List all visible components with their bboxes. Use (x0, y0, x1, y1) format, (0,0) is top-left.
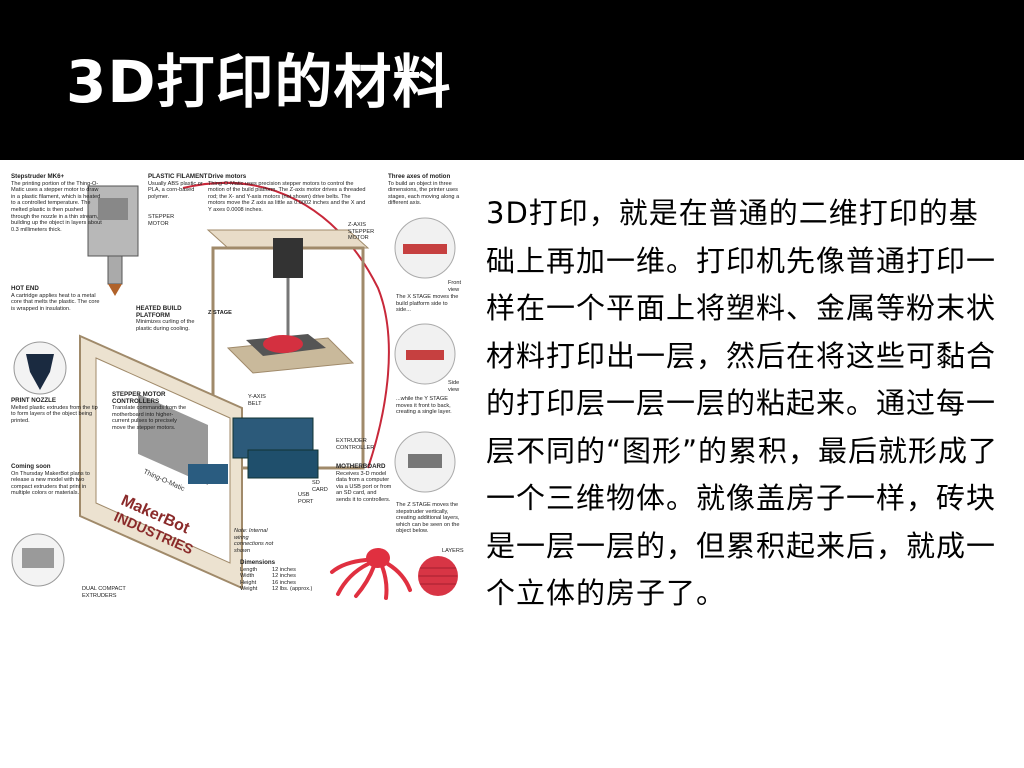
dual-extruder-closeup (11, 533, 65, 587)
front-view-label: Front view (448, 280, 462, 293)
print-nozzle-closeup (13, 341, 67, 395)
stepper-controllers-caption: STEPPER MOTOR CONTROLLERS Translate comm… (112, 391, 187, 431)
frame-graphic (206, 229, 370, 470)
slide-body-text: 3D打印，就是在普通的二维打印的基础上再加一维。打印机先像普通打印一样在一个平面… (486, 196, 999, 610)
front-panel-graphic: MakerBot INDUSTRIES Thing-O-Matic (79, 334, 243, 590)
z-axis-stepper-label: Z-AXIS STEPPER MOTOR (348, 222, 375, 242)
z-stage-label: Z STAGE (208, 310, 232, 316)
x-stage-caption: The X STAGE moves the build platform sid… (396, 294, 459, 314)
axis-stage-insets (394, 217, 456, 493)
octopus-graphic (330, 548, 412, 600)
side-view-label: Side view (448, 380, 460, 393)
coming-soon-caption: Coming soon On Thursday MakerBot plans t… (11, 463, 90, 497)
layers-label: LAYERS (442, 548, 464, 554)
stepstruder-caption: Stepstruder MK6+ The printing portion of… (11, 173, 102, 233)
print-nozzle-caption: PRINT NOZZLE Melted plastic extrudes fro… (11, 397, 98, 424)
drive-motors-caption: Drive motors Thing-O-Matic uses precisio… (208, 173, 366, 213)
y-axis-belt-label: Y-AXIS BELT (248, 394, 266, 407)
three-axes-caption: Three axes of motion To build an object … (388, 173, 460, 207)
z-stage-caption: The Z STAGE moves the stepstruder vertic… (396, 502, 460, 535)
stepstruder-graphic (87, 185, 139, 296)
usb-port-label: USB PORT (298, 492, 314, 505)
dual-extruders-label: DUAL COMPACT EXTRUDERS (82, 586, 126, 599)
layered-sphere-graphic (418, 556, 458, 596)
stepper-motor-label: STEPPER MOTOR (148, 214, 175, 227)
hot-end-caption: HOT END A cartridge applies heat to a me… (11, 285, 100, 312)
extruder-controller-label: EXTRUDER CONTROLLER (336, 438, 375, 451)
heated-platform-caption: HEATED BUILD PLATFORM Minimizes curling … (136, 305, 195, 332)
printer-illustration: MakerBot INDUSTRIES Thing-O-Matic (8, 168, 466, 606)
y-stage-caption: ...while the Y STAGE moves it front to b… (396, 396, 452, 416)
plastic-filament-caption: PLASTIC FILAMENT Usually ABS plastic or … (148, 173, 208, 200)
sd-card-label: SD CARD (312, 480, 328, 493)
printer-diagram: MakerBot INDUSTRIES Thing-O-Matic (8, 168, 466, 606)
circuit-boards-graphic (188, 417, 319, 484)
motherboard-caption: MOTHERBOARD Receives 3-D model data from… (336, 463, 392, 503)
wiring-note: Note: Internal wiring connections not sh… (234, 528, 274, 554)
slide-title: 3D打印的材料 (66, 48, 452, 116)
title-bar: 3D打印的材料 (0, 0, 1024, 160)
